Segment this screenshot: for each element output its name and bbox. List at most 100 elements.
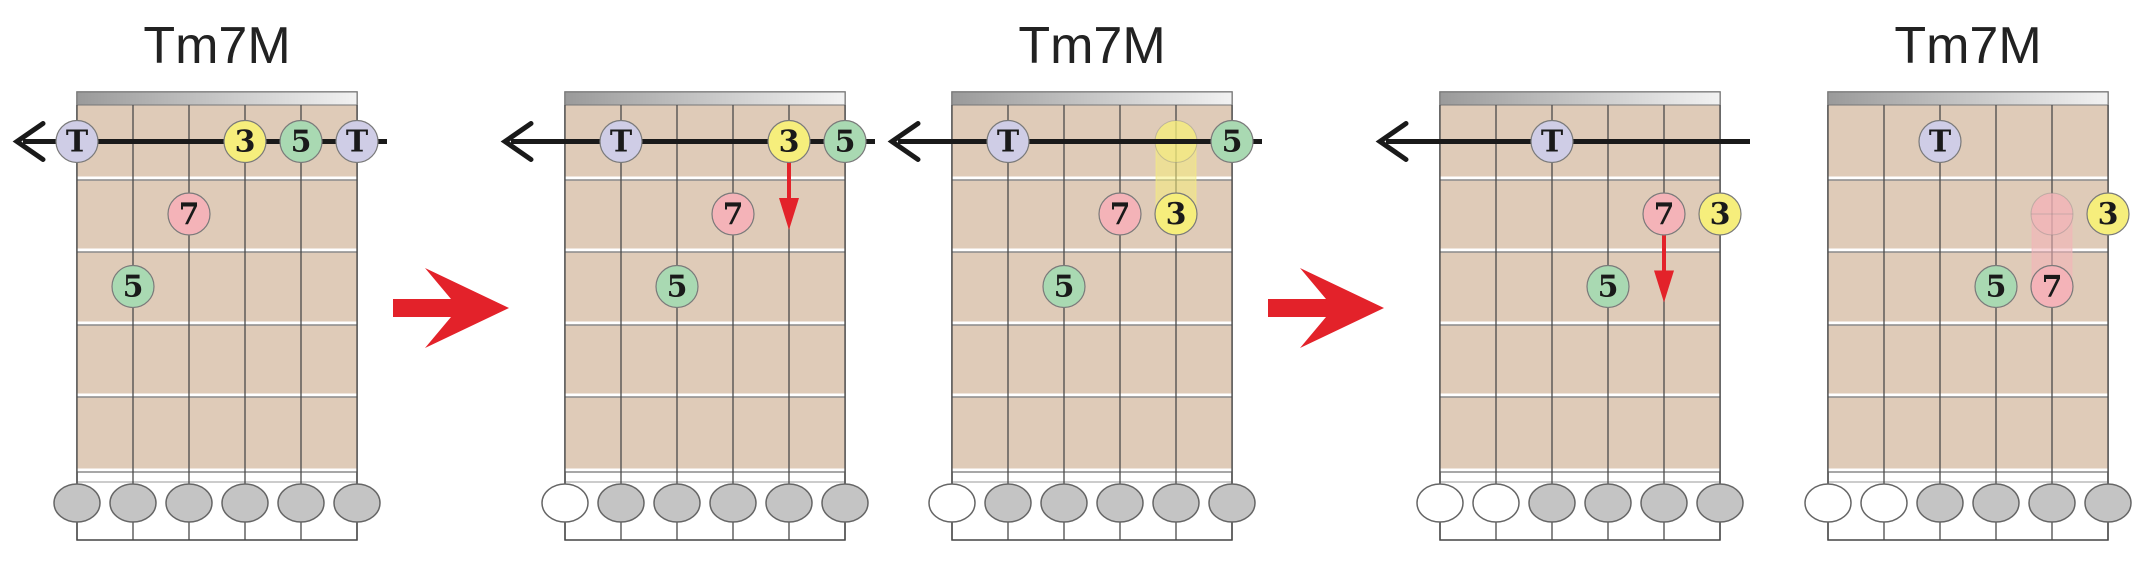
note-seventh: 7 [167, 192, 211, 236]
muted-string-marker [1040, 483, 1088, 523]
note-circle [111, 264, 155, 309]
note-circle [1210, 119, 1254, 164]
muted-string-marker [984, 483, 1032, 523]
note-third: 3 [2086, 192, 2130, 236]
note-label: 3 [2098, 197, 2119, 232]
note-circle [167, 192, 211, 236]
muted-string-marker [597, 483, 645, 523]
note-label: T [1541, 125, 1564, 160]
note-label: T [1929, 125, 1952, 160]
note-label: 5 [1222, 125, 1243, 160]
chord-title: Tm7M [1018, 17, 1165, 75]
note-circle [1698, 192, 1742, 236]
open-string-marker [1416, 483, 1464, 523]
muted-string-marker [1208, 483, 1256, 523]
open-string-marker [1472, 483, 1520, 523]
note-fifth: 5 [655, 264, 699, 309]
note-third: 3 [767, 119, 811, 164]
nut [1827, 91, 2109, 106]
note-third: 3 [1154, 192, 1198, 236]
note-fifth: 5 [111, 264, 155, 309]
muted-string-marker [1096, 483, 1144, 523]
left-arrow-icon [500, 121, 534, 162]
note-label: 3 [779, 125, 800, 160]
note-fifth: 5 [1210, 119, 1254, 164]
muted-string-marker [1696, 483, 1744, 523]
note-fifth: 5 [823, 119, 867, 164]
note-circle [1098, 192, 1142, 236]
left-arrow-icon [887, 121, 921, 162]
note-circle [223, 119, 267, 164]
note-tonic: T [1530, 119, 1574, 164]
muted-string-marker [1916, 483, 1964, 523]
note-label: T [346, 125, 369, 160]
note-label: 5 [835, 125, 856, 160]
note-label: 5 [123, 270, 144, 305]
nut [76, 91, 358, 106]
red-right-arrow-icon [1268, 268, 1384, 348]
note-circle [55, 119, 99, 164]
muted-string-marker [1528, 483, 1576, 523]
muted-string-marker [709, 483, 757, 523]
muted-string-marker [109, 483, 157, 523]
note-tonic: T [599, 119, 643, 164]
fretboard [1440, 105, 1720, 470]
note-circle [711, 192, 755, 236]
note-tonic: T [55, 119, 99, 164]
muted-string-marker [1972, 483, 2020, 523]
note-label: 5 [1598, 270, 1619, 305]
note-label: 5 [667, 270, 688, 305]
note-label: 3 [235, 125, 256, 160]
note-circle [335, 119, 379, 164]
note-label: T [66, 125, 89, 160]
note-circle [655, 264, 699, 309]
muted-string-marker [221, 483, 269, 523]
muted-string-marker [653, 483, 701, 523]
note-label: 7 [1654, 197, 1675, 232]
note-circle [2030, 264, 2074, 309]
note-circle [1530, 119, 1574, 164]
note-circle [2086, 192, 2130, 236]
muted-string-marker [277, 483, 325, 523]
muted-string-marker [2084, 483, 2132, 523]
note-seventh: 7 [1098, 192, 1142, 236]
nut [564, 91, 846, 106]
note-label: 5 [1054, 270, 1075, 305]
note-seventh: 7 [2030, 264, 2074, 309]
note-circle [767, 119, 811, 164]
muted-string-marker [53, 483, 101, 523]
muted-string-marker [1152, 483, 1200, 523]
note-circle [1918, 119, 1962, 164]
left-arrow-icon [1375, 121, 1409, 162]
note-label: 7 [1110, 197, 1131, 232]
muted-string-marker [765, 483, 813, 523]
note-fifth: 5 [1586, 264, 1630, 309]
muted-string-marker [1584, 483, 1632, 523]
down-arrow-icon [1654, 270, 1674, 303]
fretboard [565, 105, 845, 470]
nut [951, 91, 1233, 106]
red-right-arrow-icon [393, 268, 509, 348]
note-fifth: 5 [279, 119, 323, 164]
note-label: T [997, 125, 1020, 160]
muted-string-marker [165, 483, 213, 523]
note-circle [1586, 264, 1630, 309]
note-tonic: T [1918, 119, 1962, 164]
note-label: 7 [179, 197, 200, 232]
note-label: 3 [1710, 197, 1731, 232]
note-label: 7 [723, 197, 744, 232]
open-string-marker [1804, 483, 1852, 523]
note-circle [599, 119, 643, 164]
note-label: 3 [1166, 197, 1187, 232]
note-third: 3 [223, 119, 267, 164]
note-tonic: T [335, 119, 379, 164]
nut [1439, 91, 1721, 106]
note-circle [1974, 264, 2018, 309]
ghost-note [2030, 192, 2074, 236]
